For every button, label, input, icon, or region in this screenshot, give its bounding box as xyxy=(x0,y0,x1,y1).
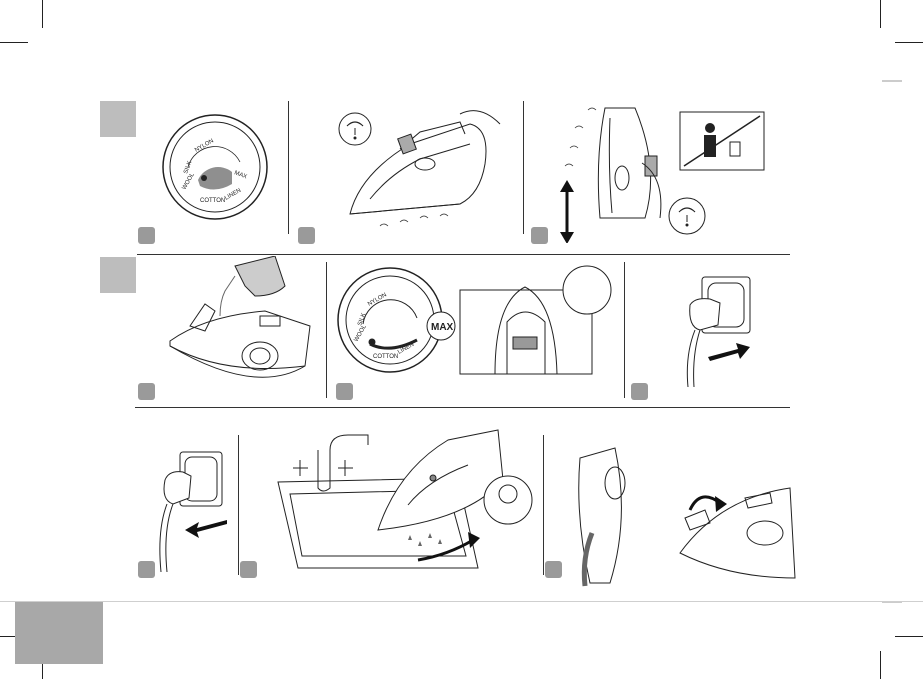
crop-mark xyxy=(895,42,923,43)
plug-in-illustration xyxy=(686,276,751,388)
dial-label-silk: SILK xyxy=(357,312,367,326)
unplug-icon xyxy=(159,451,223,573)
footer-block xyxy=(15,602,103,664)
edge-tab xyxy=(882,80,902,82)
empty-water-sink-illustration xyxy=(277,429,533,569)
vertical-steam-illustration xyxy=(560,107,765,243)
up-down-arrow-icon xyxy=(560,180,574,243)
dial-label-wool: WOOL xyxy=(354,324,369,343)
step-badge xyxy=(138,383,155,400)
crop-mark xyxy=(0,636,28,637)
dial-label-nylon: NYLON xyxy=(194,138,215,154)
dial-label-max: MAX xyxy=(233,170,247,180)
crop-mark xyxy=(880,0,881,28)
fill-water-illustration xyxy=(169,256,311,378)
dial-label-wool: WOOL xyxy=(182,172,197,191)
no-person-icon xyxy=(679,111,765,171)
temperature-dial-illustration: SILK NYLON WOOL COTTON LINEN MAX xyxy=(162,114,268,220)
footer-rule xyxy=(0,601,923,602)
crop-mark xyxy=(0,42,28,43)
crop-mark xyxy=(42,651,43,679)
step-badge xyxy=(138,561,155,578)
row-rule xyxy=(135,407,790,408)
iron-steam-button-illustration xyxy=(338,110,501,227)
crop-mark xyxy=(895,636,923,637)
steam-icon xyxy=(668,197,706,235)
dial-label-cotton: COTTON xyxy=(200,198,225,204)
unplug-illustration xyxy=(159,451,227,573)
divider xyxy=(238,435,239,575)
step-badge xyxy=(545,561,562,578)
crop-mark xyxy=(880,651,881,679)
step-badge xyxy=(631,383,648,400)
divider xyxy=(326,262,327,398)
section-b-marker xyxy=(100,257,136,293)
max-level-illustration: SILK NYLON WOOL COTTON LINEN MAX xyxy=(337,265,612,375)
rotate-arrow-icon xyxy=(417,532,480,562)
divider xyxy=(543,435,544,575)
row-rule xyxy=(137,254,790,255)
divider xyxy=(624,262,625,398)
section-a-marker xyxy=(100,101,136,137)
dial-label-cotton: COTTON xyxy=(373,354,398,360)
step-badge xyxy=(336,383,353,400)
max-label: MAX xyxy=(431,322,454,333)
close-lid-illustration xyxy=(578,447,796,587)
divider xyxy=(523,101,524,234)
step-badge xyxy=(138,227,155,244)
crop-mark xyxy=(42,0,43,28)
dial-label-silk: SILK xyxy=(183,160,193,174)
step-badge xyxy=(531,227,548,244)
divider xyxy=(288,101,289,234)
rotate-arrow-icon xyxy=(688,495,727,512)
steam-icon xyxy=(338,112,372,146)
step-badge xyxy=(240,561,257,578)
edge-tab xyxy=(882,601,902,603)
dial-label-linen: LINEN xyxy=(224,188,242,202)
step-badge xyxy=(298,227,315,244)
max-callout: MAX xyxy=(426,311,456,341)
plug-in-icon xyxy=(686,276,751,388)
